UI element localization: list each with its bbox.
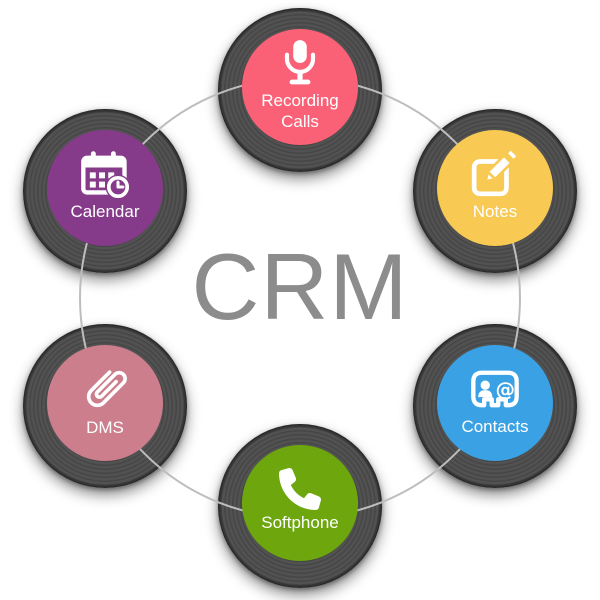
svg-text:@: @ [496, 378, 516, 401]
microphone-icon [284, 39, 316, 84]
node-label: Recording Calls [261, 90, 339, 131]
node-label: Notes [472, 202, 518, 221]
node-recording-calls: Recording Calls [218, 8, 382, 172]
contact-card-icon: @ [471, 370, 519, 408]
node-label: Calendar [70, 202, 140, 221]
edit-note-icon [471, 149, 520, 197]
node-dms: DMS [23, 324, 187, 488]
node-notes: Notes [413, 109, 577, 273]
paperclip-icon [86, 370, 127, 408]
center-title: CRM [191, 234, 409, 339]
node-label: Contacts [461, 417, 529, 436]
node-calendar: Calendar [23, 109, 187, 273]
node-contacts: @ Contacts [413, 324, 577, 488]
calendar-clock-icon [81, 151, 131, 199]
node-label: Softphone [261, 513, 339, 532]
node-softphone: Softphone [218, 424, 382, 588]
node-label: DMS [86, 418, 124, 437]
phone-icon [279, 468, 321, 510]
